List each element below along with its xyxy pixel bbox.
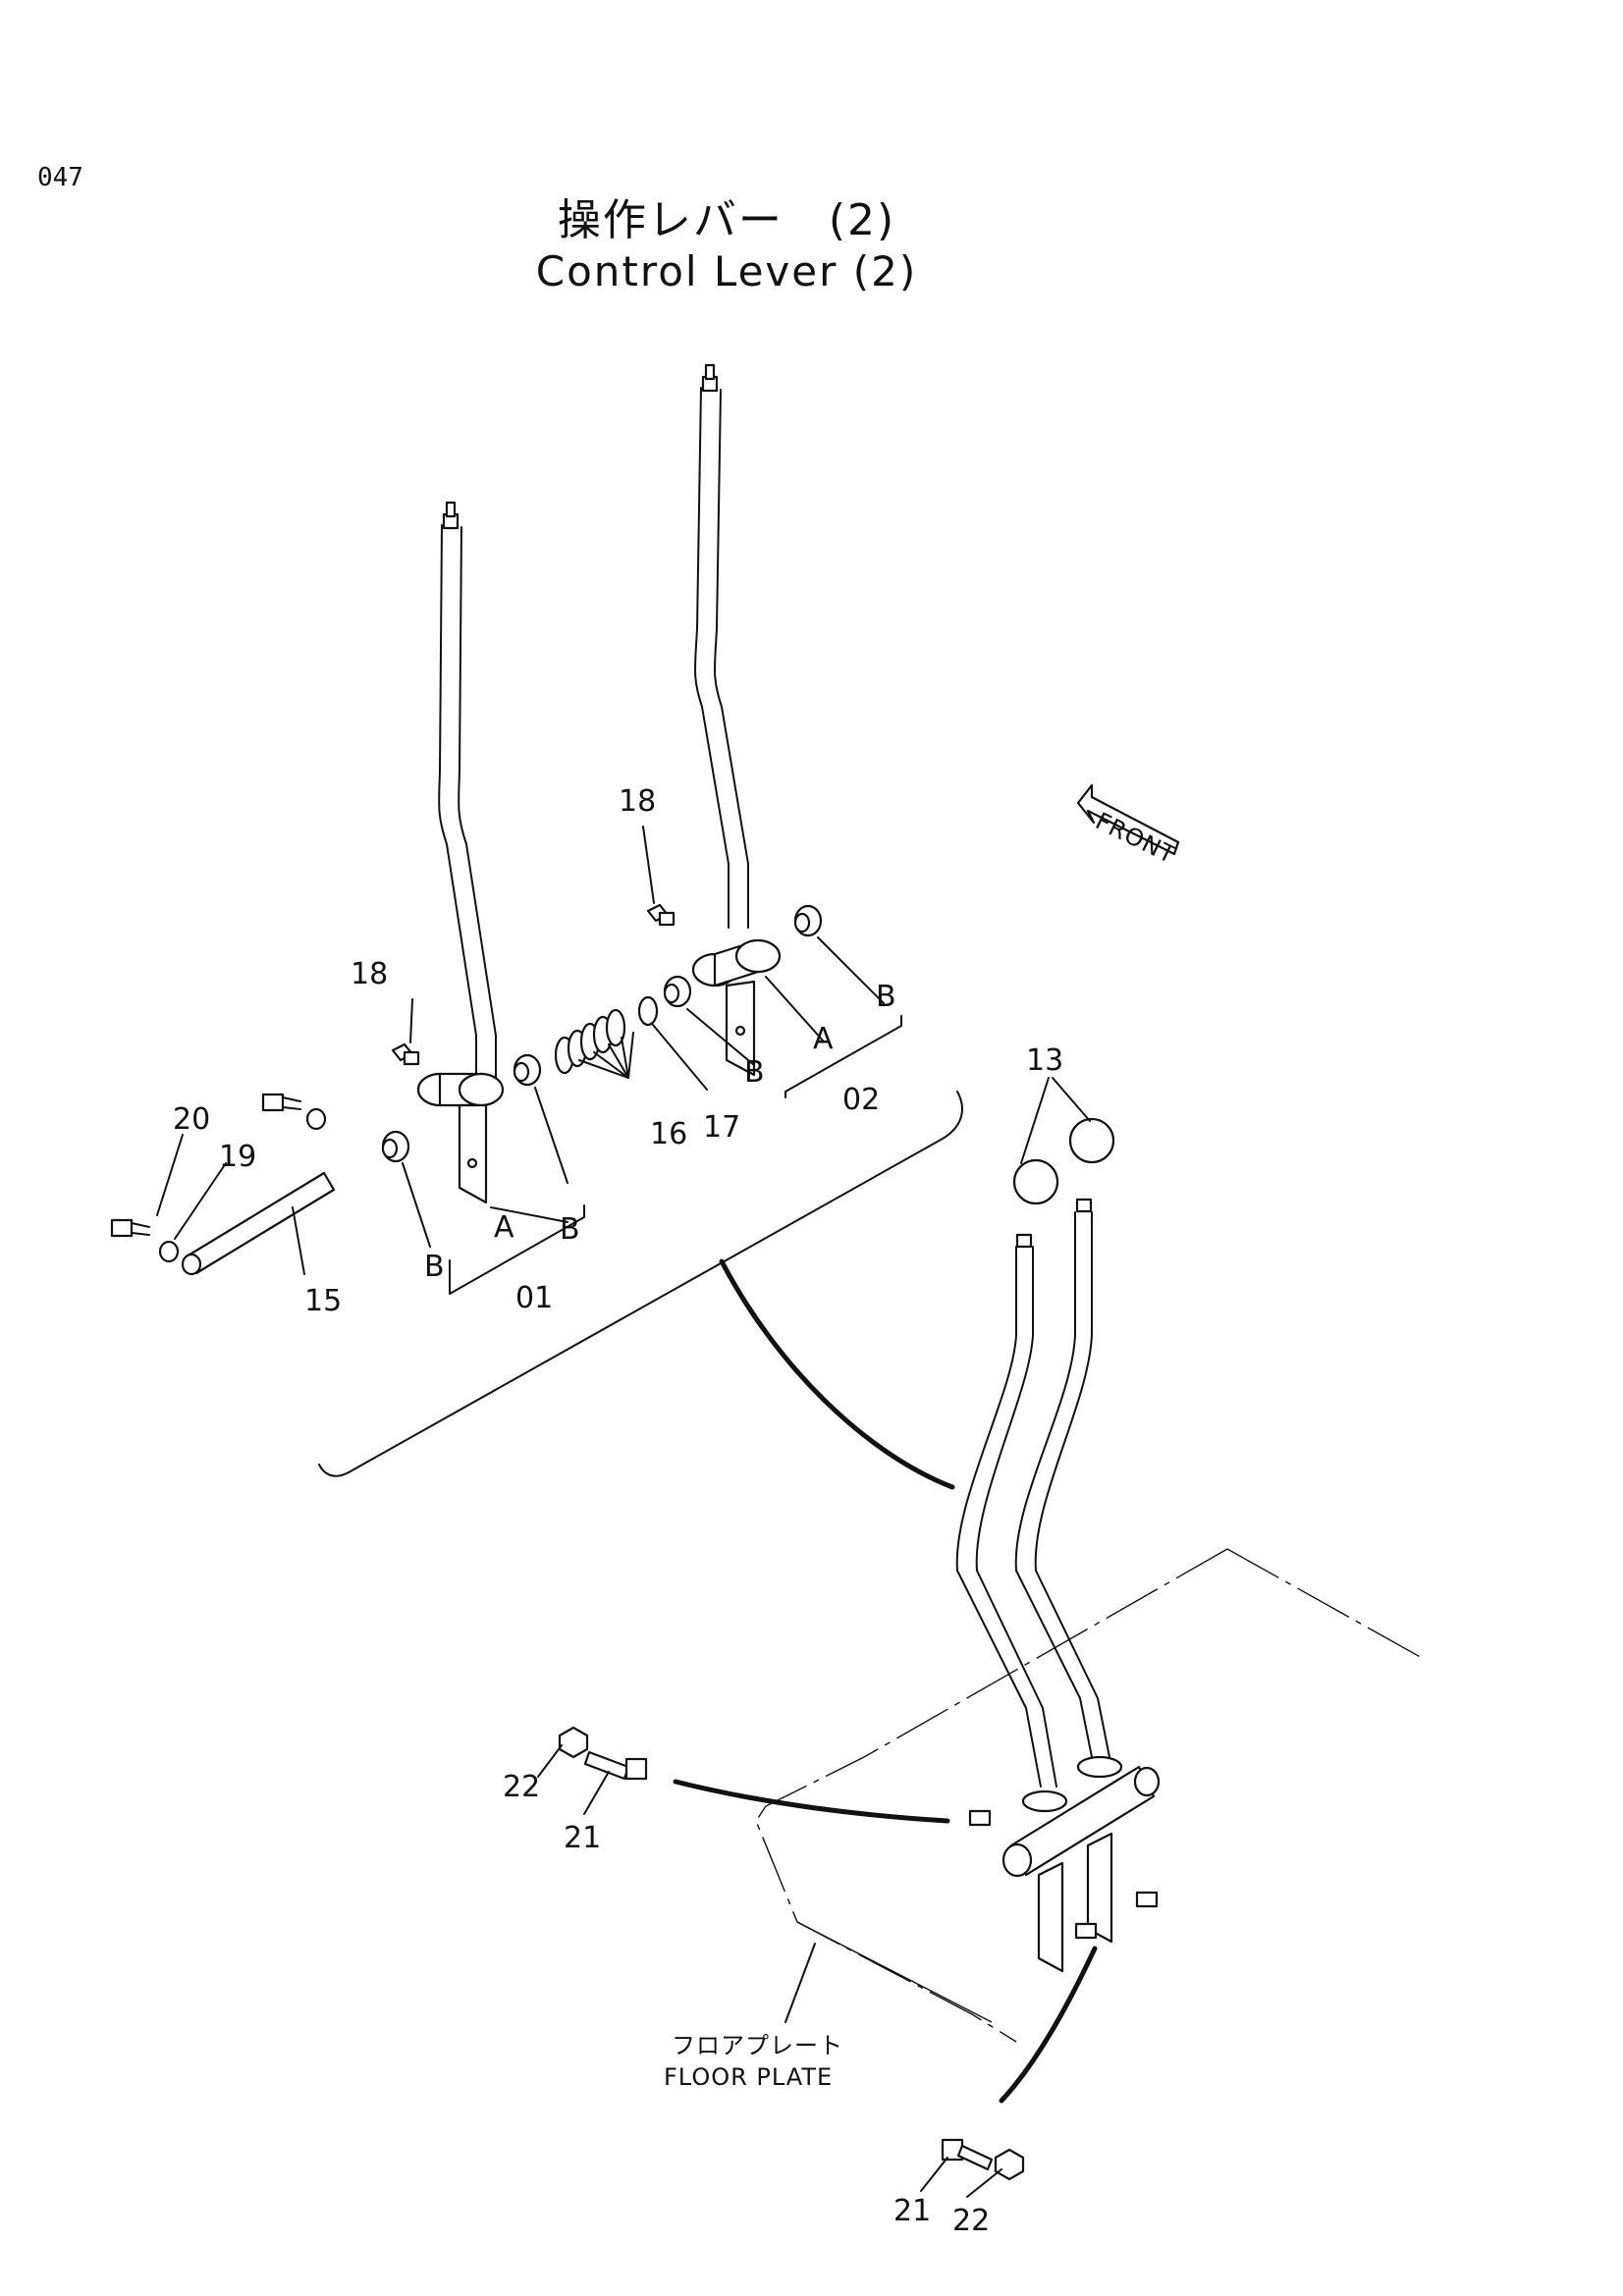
callout-b2: B: [560, 1212, 580, 1247]
fastener-connector-upper: [673, 1779, 950, 1824]
callout-b3: B: [744, 1055, 765, 1090]
nut-22-upper: [558, 1726, 589, 1759]
front-label: FRONT: [1091, 807, 1179, 869]
nut-22-lower: [994, 2148, 1025, 2181]
lever-01: [416, 501, 505, 1204]
page-number: 047: [37, 163, 83, 192]
callout-15: 15: [304, 1284, 342, 1318]
callout-01: 01: [515, 1281, 553, 1315]
detail-connector-line: [719, 1258, 955, 1490]
callout-21-lower: 21: [893, 2194, 931, 2228]
shaft-15: [181, 1171, 336, 1276]
callout-21-upper: 21: [564, 1821, 601, 1855]
callout-19: 19: [219, 1140, 256, 1174]
leader-lines: [156, 826, 902, 1295]
leader-21-upper: [583, 1771, 610, 1815]
bolt-21-lower: [941, 2138, 994, 2171]
callout-18-upper: 18: [619, 784, 656, 819]
floor-plate-label-english: FLOOR PLATE: [664, 2063, 833, 2091]
callout-13: 13: [1026, 1043, 1063, 1078]
bolt-21-upper: [583, 1750, 648, 1781]
floor-plate-outline: [755, 1548, 1425, 2043]
washers-19: [158, 1107, 327, 1263]
spring-washers-16: [554, 1008, 626, 1075]
callout-18-left: 18: [351, 957, 388, 991]
callout-22-lower: 22: [952, 2204, 990, 2238]
leader-21-lower: [920, 2157, 948, 2192]
floor-plate-label-japanese: フロアプレート: [672, 2032, 843, 2059]
title-english: Control Lever (2): [535, 247, 918, 295]
callout-02: 02: [842, 1083, 880, 1117]
fastener-connector-lower: [999, 1946, 1098, 2104]
callout-a2: A: [813, 1022, 834, 1056]
lever-02: [691, 363, 782, 1077]
callout-17: 17: [703, 1110, 740, 1145]
grease-fittings-18: [391, 903, 676, 1066]
front-arrow-icon: FRONT: [1076, 783, 1180, 870]
leader-13-a: [1020, 1077, 1050, 1164]
bolts-20: [110, 1093, 301, 1238]
callout-20: 20: [173, 1102, 210, 1137]
callout-a1: A: [494, 1210, 514, 1245]
title-japanese: 操作レバー (2): [557, 195, 896, 245]
bushing-parts: [381, 904, 823, 1163]
leader-22-lower: [966, 2168, 1002, 2198]
callout-16: 16: [650, 1117, 687, 1151]
leader-22-upper: [537, 1744, 563, 1778]
main-lever-assembly: [955, 1117, 1161, 1973]
detail-bracket: [318, 1091, 963, 1477]
callout-b1: B: [424, 1250, 445, 1284]
leader-floor-plate: [784, 1943, 816, 2023]
callout-labels: 18 18 20 19 15 B A B 01 16 17 B A B 02 1…: [173, 784, 1063, 2238]
callout-b4: B: [876, 980, 896, 1014]
leader-13-b: [1052, 1077, 1091, 1122]
washer-17: [637, 995, 659, 1027]
callout-22-upper: 22: [503, 1770, 540, 1804]
